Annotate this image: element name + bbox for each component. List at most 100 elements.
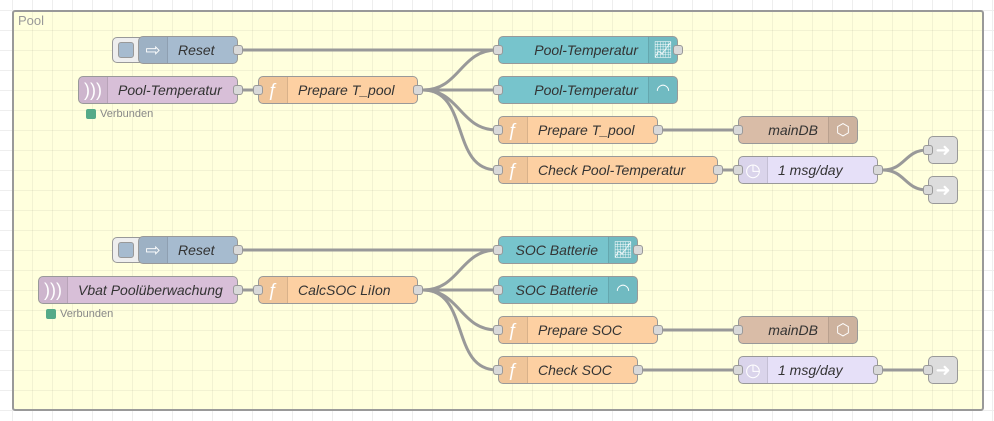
wire bbox=[422, 288, 498, 372]
output-port[interactable] bbox=[233, 85, 243, 95]
wire bbox=[422, 88, 498, 172]
output-port[interactable] bbox=[413, 85, 423, 95]
database-node[interactable]: mainDB ⬡ bbox=[733, 316, 858, 344]
node-label: SOC Batterie bbox=[515, 282, 598, 298]
node-label: Prepare SOC bbox=[538, 322, 623, 338]
function-node[interactable]: ƒ Prepare SOC bbox=[493, 316, 663, 344]
gauge-node[interactable]: Pool-Temperatur ◠ bbox=[493, 76, 678, 104]
arrow-right-icon: ⇨ bbox=[139, 37, 168, 63]
node-label: SOC Batterie bbox=[515, 242, 598, 258]
mqtt-in-node[interactable]: ))) Pool-Temperatur bbox=[78, 76, 243, 104]
inject-node-reset[interactable]: ⇨ Reset bbox=[138, 236, 243, 264]
status-dot bbox=[86, 109, 96, 119]
line-chart-icon: 📈︎ bbox=[608, 237, 637, 263]
output-port[interactable] bbox=[673, 45, 683, 55]
input-port[interactable] bbox=[253, 285, 263, 295]
node-label: Prepare T_pool bbox=[298, 82, 395, 98]
output-port[interactable] bbox=[633, 245, 643, 255]
output-port[interactable] bbox=[233, 285, 243, 295]
input-port[interactable] bbox=[493, 165, 503, 175]
function-node[interactable]: ƒ Check SOC bbox=[493, 356, 643, 384]
link-out-node[interactable]: ➜ bbox=[923, 356, 958, 384]
input-port[interactable] bbox=[733, 165, 743, 175]
output-port[interactable] bbox=[633, 365, 643, 375]
output-port[interactable] bbox=[653, 125, 663, 135]
input-port[interactable] bbox=[733, 325, 743, 335]
output-port[interactable] bbox=[653, 325, 663, 335]
node-label: CalcSOC LiIon bbox=[298, 282, 391, 298]
link-out-node[interactable]: ➜ bbox=[923, 136, 958, 164]
input-port[interactable] bbox=[733, 365, 743, 375]
chart-node[interactable]: SOC Batterie 📈︎ bbox=[493, 236, 643, 264]
database-icon: ⬡ bbox=[828, 117, 857, 143]
link-out-icon: ➜ bbox=[935, 179, 951, 200]
gauge-node[interactable]: SOC Batterie ◠ bbox=[493, 276, 638, 304]
wifi-signal-icon: ))) bbox=[39, 277, 68, 303]
node-label: mainDB bbox=[768, 322, 818, 338]
input-port[interactable] bbox=[923, 185, 933, 195]
function-icon: ƒ bbox=[499, 317, 528, 343]
output-port[interactable] bbox=[873, 165, 883, 175]
node-label: Reset bbox=[178, 42, 215, 58]
input-port[interactable] bbox=[733, 125, 743, 135]
input-port[interactable] bbox=[493, 285, 503, 295]
input-port[interactable] bbox=[493, 245, 503, 255]
wire bbox=[422, 288, 498, 332]
link-out-node[interactable]: ➜ bbox=[923, 176, 958, 204]
wire bbox=[882, 168, 928, 192]
wire bbox=[422, 88, 498, 132]
input-port[interactable] bbox=[493, 325, 503, 335]
wifi-signal-icon: ))) bbox=[79, 77, 108, 103]
function-icon: ƒ bbox=[499, 357, 528, 383]
output-port[interactable] bbox=[873, 365, 883, 375]
delay-node[interactable]: ◷ 1 msg/day bbox=[733, 356, 883, 384]
output-port[interactable] bbox=[713, 165, 723, 175]
link-out-icon: ➜ bbox=[935, 139, 951, 160]
line-chart-icon: 📈︎ bbox=[648, 37, 677, 63]
output-port[interactable] bbox=[413, 285, 423, 295]
input-port[interactable] bbox=[923, 365, 933, 375]
function-node[interactable]: ƒ Prepare T_pool bbox=[253, 76, 423, 104]
node-label: Vbat Poolüberwachung bbox=[78, 282, 223, 298]
timer-icon: ◷ bbox=[739, 157, 768, 183]
input-port[interactable] bbox=[493, 125, 503, 135]
input-port[interactable] bbox=[923, 145, 933, 155]
node-label: Pool-Temperatur bbox=[118, 82, 222, 98]
database-icon: ⬡ bbox=[828, 317, 857, 343]
wire bbox=[882, 148, 928, 172]
function-node[interactable]: ƒ Check Pool-Temperatur bbox=[493, 156, 723, 184]
output-port[interactable] bbox=[233, 45, 243, 55]
timer-icon: ◷ bbox=[739, 357, 768, 383]
node-label: Prepare T_pool bbox=[538, 122, 635, 138]
mqtt-in-node[interactable]: ))) Vbat Poolüberwachung bbox=[38, 276, 243, 304]
arrow-right-icon: ⇨ bbox=[139, 237, 168, 263]
output-port[interactable] bbox=[233, 245, 243, 255]
node-label: 1 msg/day bbox=[778, 162, 843, 178]
node-label: Pool-Temperatur bbox=[534, 82, 638, 98]
input-port[interactable] bbox=[493, 45, 503, 55]
wire bbox=[422, 248, 498, 292]
function-icon: ƒ bbox=[499, 157, 528, 183]
inject-node-reset[interactable]: ⇨ Reset bbox=[138, 36, 243, 64]
chart-node[interactable]: Pool-Temperatur 📈︎ bbox=[493, 36, 683, 64]
gauge-icon: ◠ bbox=[608, 277, 637, 303]
node-label: Check SOC bbox=[538, 362, 612, 378]
node-label: Reset bbox=[178, 242, 215, 258]
node-status: Verbunden bbox=[46, 308, 113, 320]
function-icon: ƒ bbox=[259, 277, 288, 303]
input-port[interactable] bbox=[253, 85, 263, 95]
function-node[interactable]: ƒ CalcSOC LiIon bbox=[253, 276, 423, 304]
group-label: Pool bbox=[18, 13, 45, 28]
function-node[interactable]: ƒ Prepare T_pool bbox=[493, 116, 663, 144]
delay-node[interactable]: ◷ 1 msg/day bbox=[733, 156, 883, 184]
node-label: 1 msg/day bbox=[778, 362, 843, 378]
gauge-icon: ◠ bbox=[648, 77, 677, 103]
input-port[interactable] bbox=[493, 85, 503, 95]
wire bbox=[422, 48, 498, 92]
link-out-icon: ➜ bbox=[935, 359, 951, 380]
status-dot bbox=[46, 309, 56, 319]
input-port[interactable] bbox=[493, 365, 503, 375]
database-node[interactable]: mainDB ⬡ bbox=[733, 116, 858, 144]
node-label: mainDB bbox=[768, 122, 818, 138]
